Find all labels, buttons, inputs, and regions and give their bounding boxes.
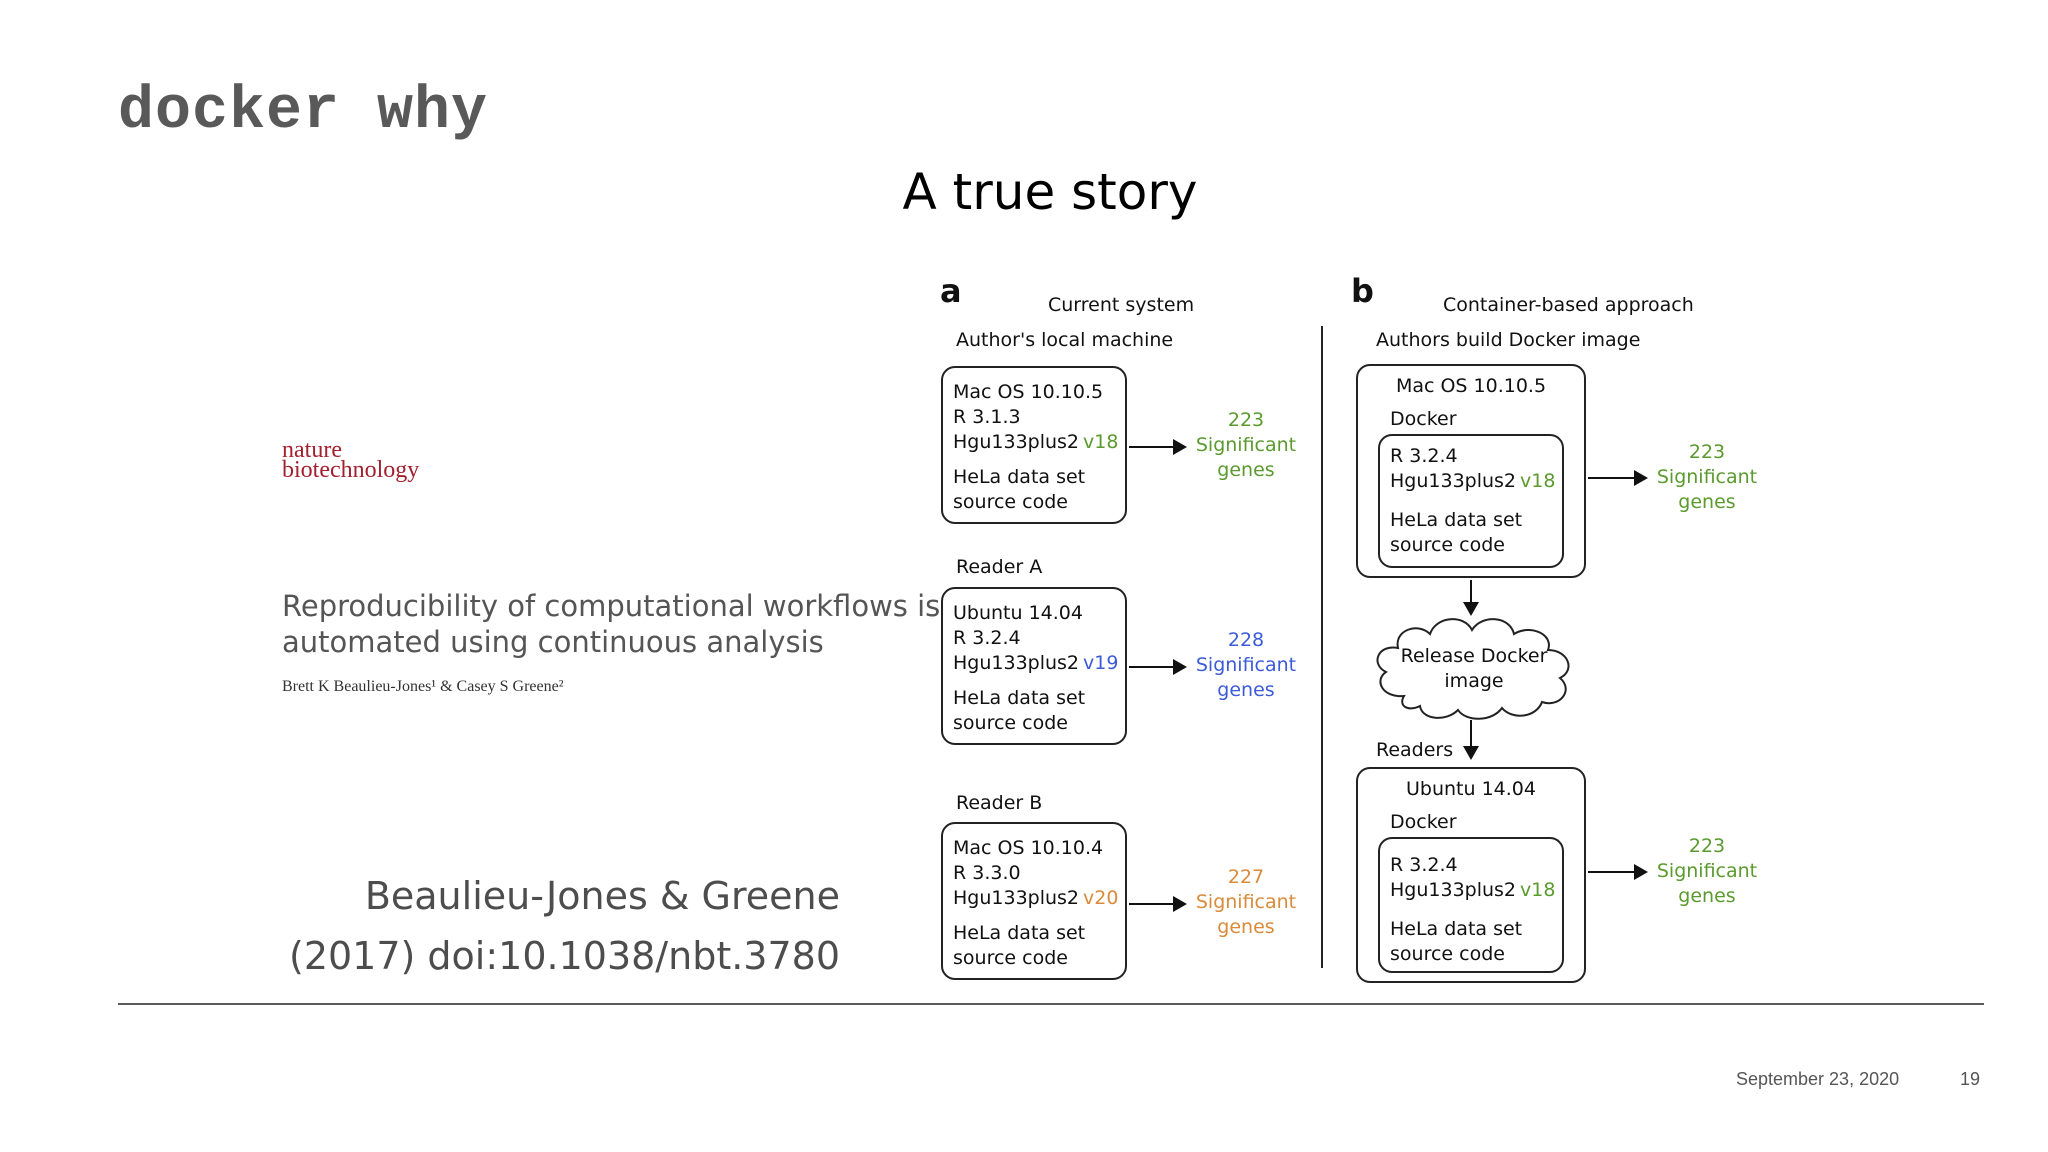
result-count: 223 xyxy=(1688,441,1726,463)
os-version: Mac OS 10.10.5 xyxy=(953,381,1104,403)
result-word: genes xyxy=(1217,916,1275,938)
reader-b-label: Reader B xyxy=(956,792,1043,814)
footer-date: September 23, 2020 xyxy=(1736,1069,1900,1089)
source-code: source code xyxy=(953,491,1068,513)
source-code: source code xyxy=(953,712,1068,734)
source-code: source code xyxy=(953,947,1068,969)
data-set: HeLa data set xyxy=(953,922,1086,944)
arrow-right-icon xyxy=(1129,439,1187,455)
os-version: Ubuntu 14.04 xyxy=(1406,778,1536,800)
arrow-down-icon xyxy=(1463,580,1479,616)
data-set: HeLa data set xyxy=(953,687,1086,709)
cloud-line1: Release Docker xyxy=(1400,645,1548,667)
panel-b-heading: Container-based approach xyxy=(1443,294,1694,316)
library-version: v18 xyxy=(1520,470,1556,492)
author-machine-label: Author's local machine xyxy=(956,329,1174,351)
footer-page-number: 19 xyxy=(1960,1069,1981,1089)
arrow-right-icon xyxy=(1129,659,1187,675)
result-word: Significant xyxy=(1195,891,1297,913)
r-version: R 3.1.3 xyxy=(953,406,1021,428)
readers-label: Readers xyxy=(1376,739,1454,761)
library-version: v18 xyxy=(1083,431,1119,453)
bottom-rule xyxy=(118,1003,1984,1005)
docker-author-result: 223 Significant genes xyxy=(1642,440,1772,515)
cloud-text: Release Docker image xyxy=(1364,644,1584,694)
library-version: v18 xyxy=(1520,879,1556,901)
citation-line1: Beaulieu-Jones & Greene xyxy=(364,874,840,918)
result-count: 223 xyxy=(1227,409,1265,431)
citation: Beaulieu-Jones & Greene (2017) doi:10.10… xyxy=(240,866,840,986)
journal-logo-line1: nature xyxy=(282,437,342,463)
result-word: Significant xyxy=(1195,654,1297,676)
os-version: Ubuntu 14.04 xyxy=(953,602,1083,624)
result-word: genes xyxy=(1678,885,1736,907)
reader-b-result: 227 Significant genes xyxy=(1181,865,1311,940)
r-version: R 3.3.0 xyxy=(953,862,1021,884)
author-docker-box: Mac OS 10.10.5 Docker R 3.2.4 Hgu133plus… xyxy=(1356,364,1586,578)
library-version: v19 xyxy=(1083,652,1119,674)
docker-label: Docker xyxy=(1390,408,1457,430)
reader-a-result: 228 Significant genes xyxy=(1181,628,1311,703)
result-word: Significant xyxy=(1656,860,1758,882)
panel-a-letter: a xyxy=(940,272,962,310)
library-version: v20 xyxy=(1083,887,1119,909)
journal-logo-line2: biotechnology xyxy=(282,457,420,483)
data-set: HeLa data set xyxy=(953,466,1086,488)
library-name: Hgu133plus2 xyxy=(953,431,1080,453)
data-set: HeLa data set xyxy=(1390,918,1523,940)
arrow-down-icon xyxy=(1463,720,1479,760)
docker-label: Docker xyxy=(1390,811,1457,833)
result-word: genes xyxy=(1217,679,1275,701)
source-code: source code xyxy=(1390,534,1505,556)
r-version: R 3.2.4 xyxy=(1390,445,1458,467)
result-count: 228 xyxy=(1227,629,1265,651)
paper-authors: Brett K Beaulieu-Jones¹ & Casey S Greene… xyxy=(282,678,564,695)
arrow-right-icon xyxy=(1129,896,1187,912)
slide-title: docker why xyxy=(118,78,489,146)
result-word: Significant xyxy=(1656,466,1758,488)
data-set: HeLa data set xyxy=(1390,509,1523,531)
cloud-line2: image xyxy=(1444,670,1504,692)
library-name: Hgu133plus2 xyxy=(953,887,1080,909)
result-word: genes xyxy=(1678,491,1736,513)
result-count: 227 xyxy=(1227,866,1265,888)
journal-logo: nature biotechnology xyxy=(282,437,420,483)
library-name: Hgu133plus2 xyxy=(1390,470,1517,492)
library-name: Hgu133plus2 xyxy=(953,652,1080,674)
os-version: Mac OS 10.10.4 xyxy=(953,837,1104,859)
docker-readers-result: 223 Significant genes xyxy=(1642,834,1772,909)
docker-build-label: Authors build Docker image xyxy=(1376,329,1641,351)
arrow-right-icon xyxy=(1588,470,1648,486)
result-word: Significant xyxy=(1195,434,1297,456)
r-version: R 3.2.4 xyxy=(953,627,1021,649)
arrow-right-icon xyxy=(1588,864,1648,880)
author-result: 223 Significant genes xyxy=(1181,408,1311,483)
reader-a-label: Reader A xyxy=(956,556,1043,578)
panel-b-letter: b xyxy=(1351,272,1374,310)
panel-a-heading: Current system xyxy=(1048,294,1195,316)
panel-divider xyxy=(1321,326,1323,968)
result-count: 223 xyxy=(1688,835,1726,857)
result-word: genes xyxy=(1217,459,1275,481)
cloud-icon xyxy=(1376,618,1570,720)
os-version: Mac OS 10.10.5 xyxy=(1395,375,1547,397)
library-name: Hgu133plus2 xyxy=(1390,879,1517,901)
source-code: source code xyxy=(1390,943,1505,965)
slide-subtitle: A true story xyxy=(902,163,1198,221)
citation-line2: (2017) doi:10.1038/nbt.3780 xyxy=(289,934,840,978)
paper-title: Reproducibility of computational workflo… xyxy=(282,589,941,659)
r-version: R 3.2.4 xyxy=(1390,854,1458,876)
